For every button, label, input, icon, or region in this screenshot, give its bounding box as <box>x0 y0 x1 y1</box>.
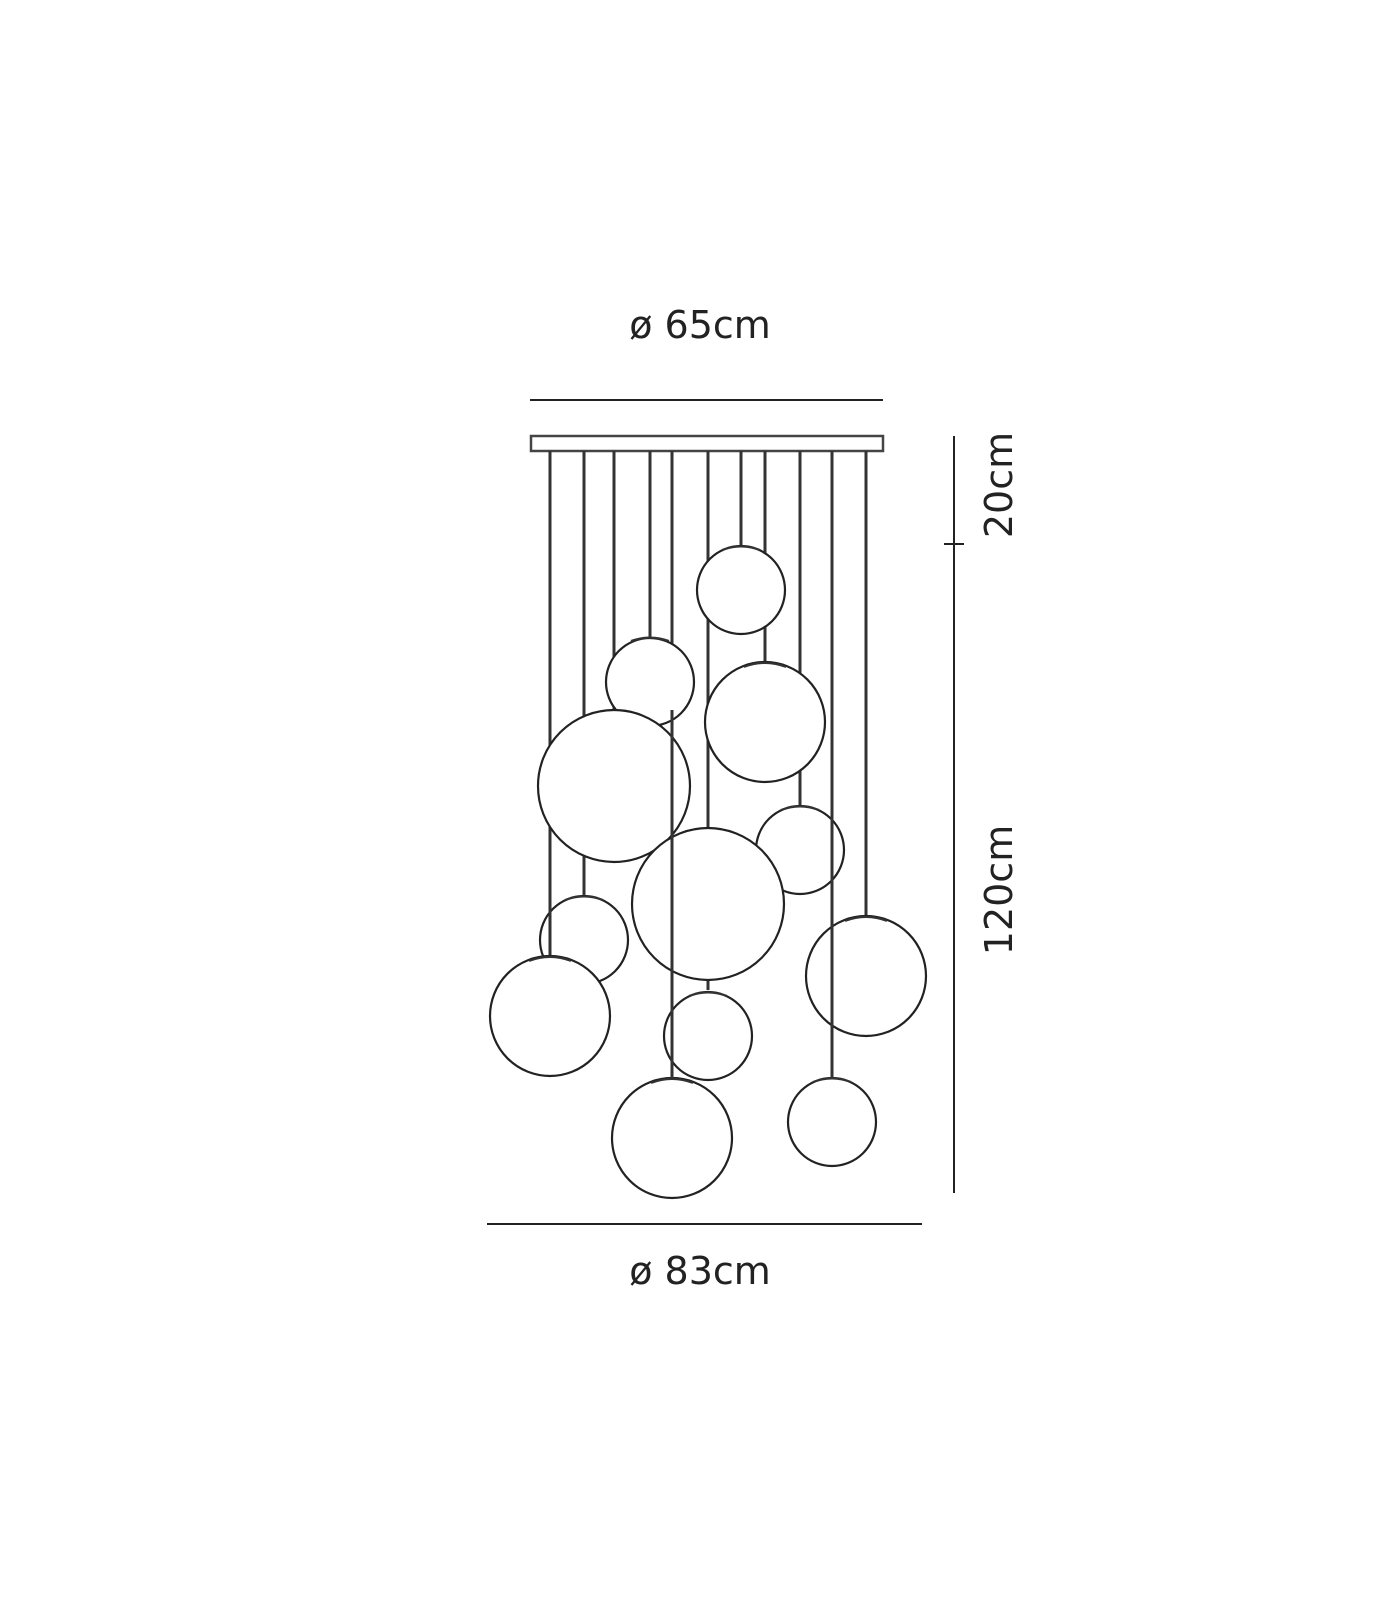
globe-caps <box>528 545 888 1084</box>
globe <box>703 660 827 784</box>
globe <box>630 826 786 982</box>
cap <box>780 805 820 811</box>
height-dimension <box>944 436 964 1193</box>
cap <box>528 956 572 962</box>
ceiling-canopy <box>529 434 885 453</box>
cap <box>743 662 787 668</box>
cap <box>688 991 728 997</box>
canopy-height-label: 20cm <box>977 432 1021 538</box>
globe <box>786 1076 878 1168</box>
globe <box>804 914 928 1038</box>
cap <box>844 916 888 922</box>
globe <box>536 708 692 864</box>
globe <box>488 954 612 1078</box>
top-diameter-label: ø 65cm <box>629 303 771 347</box>
cap <box>564 895 604 901</box>
globe <box>695 544 787 636</box>
globe <box>610 1076 734 1200</box>
glass-globes <box>488 544 928 1200</box>
cap <box>650 1078 694 1084</box>
cap <box>721 545 761 551</box>
cap <box>630 636 670 642</box>
globe <box>662 990 754 1082</box>
front-cords <box>548 710 834 1078</box>
drop-height-label: 120cm <box>977 825 1021 955</box>
cap <box>812 1077 852 1083</box>
bottom-diameter-label: ø 83cm <box>629 1249 771 1293</box>
